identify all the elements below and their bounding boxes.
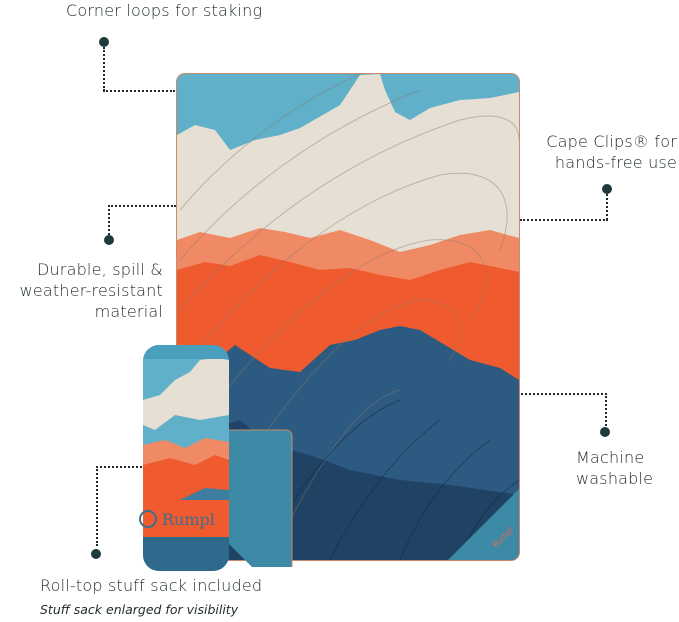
- callout-washable-line-h: [521, 393, 607, 395]
- callout-corner-loops-line-h: [103, 90, 175, 92]
- callout-corner-loops-line-v: [103, 47, 105, 91]
- callout-cape-clips-dot: [602, 184, 612, 194]
- callout-cape-clips-label: Cape Clips® for hands-free use: [546, 132, 677, 172]
- callout-washable-label: Machine washable: [576, 448, 654, 488]
- callout-corner-loops-dot: [99, 37, 109, 47]
- callout-cape-clips-line-h: [520, 219, 608, 221]
- callout-durable-line-h: [108, 205, 176, 207]
- callout-corner-loops-label: Corner loops for staking: [66, 1, 263, 20]
- sack-brand-label: Rumpl: [162, 510, 215, 529]
- stuff-sack: Rumpl: [139, 345, 229, 571]
- callout-stuff-sack-note: Stuff sack enlarged for visibility: [40, 602, 239, 617]
- callout-durable-label: Durable, spill & weather-resistant mater…: [19, 260, 163, 321]
- callout-washable-dot: [600, 427, 610, 437]
- callout-washable-line-v: [605, 393, 607, 426]
- callout-durable-dot: [104, 235, 114, 245]
- callout-stuff-sack-line-h: [96, 466, 142, 468]
- callout-stuff-sack-dot: [91, 549, 101, 559]
- brand-logo-icon: [139, 510, 157, 528]
- callout-stuff-sack-line-v: [96, 466, 98, 546]
- callout-cape-clips-line-v: [606, 194, 608, 220]
- callout-stuff-sack-label: Roll-top stuff sack included: [40, 576, 263, 595]
- callout-durable-line-v: [108, 205, 110, 235]
